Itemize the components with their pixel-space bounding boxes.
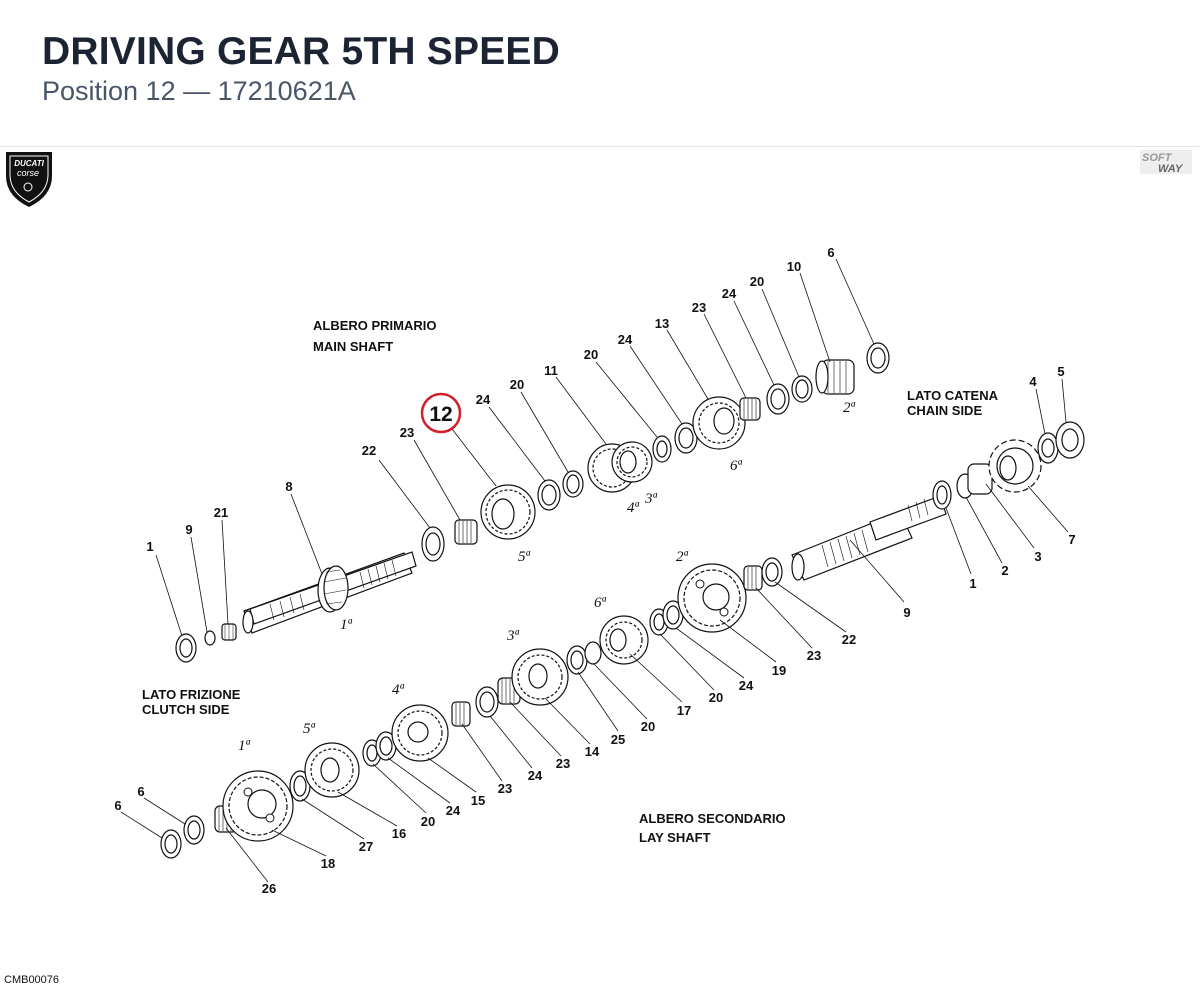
callout-4: 4	[1029, 374, 1037, 389]
svg-text:corse: corse	[17, 168, 39, 178]
callout-9: 9	[903, 605, 910, 620]
leader-lines	[120, 258, 1069, 883]
main-shaft-assembly	[175, 342, 890, 663]
svg-text:DUCATI: DUCATI	[14, 159, 44, 168]
callout-19: 19	[772, 663, 786, 678]
callout-2: 2	[1001, 563, 1008, 578]
gear-ordinals: 1ª 5ª 4ª 3ª 6ª 2ª 2ª 6ª 3ª 4ª 5ª 1ª	[238, 400, 856, 754]
callout-14: 14	[585, 744, 600, 759]
label-clutch-side-it: LATO FRIZIONE	[142, 687, 241, 702]
callout-27: 27	[359, 839, 373, 854]
ordinal-main-5: 5ª	[518, 549, 531, 565]
highlighted-position-12[interactable]: 12	[420, 392, 462, 434]
svg-text:WAY: WAY	[1158, 163, 1184, 175]
callout-6: 6	[114, 798, 121, 813]
callout-23: 23	[556, 756, 570, 771]
exploded-gearbox-diagram: DUCATI corse SOFT WAY	[6, 150, 1192, 896]
svg-text:SOFT: SOFT	[1142, 152, 1173, 164]
ordinal-lay-5: 5ª	[303, 721, 316, 737]
page-header: DRIVING GEAR 5TH SPEED Position 12 — 172…	[0, 0, 1200, 147]
callout-16: 16	[392, 826, 406, 841]
label-chain-side-en: CHAIN SIDE	[907, 403, 982, 418]
label-lay-shaft-en: LAY SHAFT	[639, 830, 711, 845]
label-chain-side-it: LATO CATENA	[907, 388, 999, 403]
callout-6: 6	[137, 784, 144, 799]
ordinal-lay-2: 2ª	[676, 549, 689, 565]
callout-5: 5	[1057, 364, 1064, 379]
callout-23: 23	[498, 781, 512, 796]
callout-18: 18	[321, 856, 335, 871]
callout-10: 10	[787, 259, 801, 274]
highlight-number: 12	[429, 403, 452, 426]
callout-24: 24	[722, 286, 737, 301]
ordinal-main-6: 6ª	[730, 458, 743, 474]
callout-13: 13	[655, 316, 669, 331]
callout-23: 23	[692, 300, 706, 315]
callout-7: 7	[1068, 532, 1075, 547]
callout-11: 11	[544, 363, 558, 378]
drawing-code: CMB00076	[4, 974, 60, 986]
callout-22: 22	[842, 632, 856, 647]
label-lay-shaft-it: ALBERO SECONDARIO	[639, 811, 786, 826]
fifth-gear-main[interactable]	[480, 484, 536, 540]
ordinal-main-3: 3ª	[644, 491, 658, 507]
callout-23: 23	[400, 425, 414, 440]
lay-shaft-assembly	[160, 557, 783, 859]
callout-20: 20	[709, 690, 723, 705]
callout-24: 24	[476, 392, 491, 407]
label-main-shaft-it: ALBERO PRIMARIO	[313, 318, 437, 333]
callout-24: 24	[528, 768, 543, 783]
callout-21: 21	[214, 505, 228, 520]
callout-20: 20	[750, 274, 764, 289]
callout-numbers: 1 9 21 8 22 23 24 20 11 20 24 13 23 24 2…	[114, 245, 1075, 896]
callout-23: 23	[807, 648, 821, 663]
ordinal-main-2: 2ª	[843, 400, 856, 416]
callout-22: 22	[362, 443, 376, 458]
section-labels: ALBERO PRIMARIO MAIN SHAFT LATO CATENA C…	[142, 318, 999, 845]
callout-20: 20	[510, 377, 524, 392]
ordinal-lay-6: 6ª	[594, 595, 607, 611]
callout-1: 1	[146, 539, 153, 554]
callout-24: 24	[618, 332, 633, 347]
callout-9: 9	[185, 522, 192, 537]
ordinal-lay-4: 4ª	[392, 682, 405, 698]
callout-25: 25	[611, 732, 625, 747]
output-shaft-assembly	[791, 421, 1085, 581]
label-clutch-side-en: CLUTCH SIDE	[142, 702, 230, 717]
ordinal-lay-3: 3ª	[506, 628, 520, 644]
ducati-corse-logo: DUCATI corse	[6, 152, 52, 207]
callout-20: 20	[641, 719, 655, 734]
label-main-shaft-en: MAIN SHAFT	[313, 339, 393, 354]
page-subtitle: Position 12 — 17210621A	[42, 76, 356, 106]
softway-logo: SOFT WAY	[1140, 150, 1192, 175]
callout-15: 15	[471, 793, 485, 808]
ordinal-lay-1: 1ª	[238, 738, 251, 754]
callout-26: 26	[262, 881, 276, 896]
callout-6: 6	[827, 245, 834, 260]
callout-8: 8	[285, 479, 292, 494]
ordinal-main-1: 1ª	[340, 617, 353, 633]
callout-24: 24	[446, 803, 461, 818]
callout-20: 20	[421, 814, 435, 829]
ordinal-main-4: 4ª	[627, 500, 640, 516]
callout-1: 1	[969, 576, 976, 591]
callout-3: 3	[1034, 549, 1041, 564]
page-title: DRIVING GEAR 5TH SPEED	[42, 30, 560, 73]
callout-20: 20	[584, 347, 598, 362]
callout-24: 24	[739, 678, 754, 693]
callout-17: 17	[677, 703, 691, 718]
